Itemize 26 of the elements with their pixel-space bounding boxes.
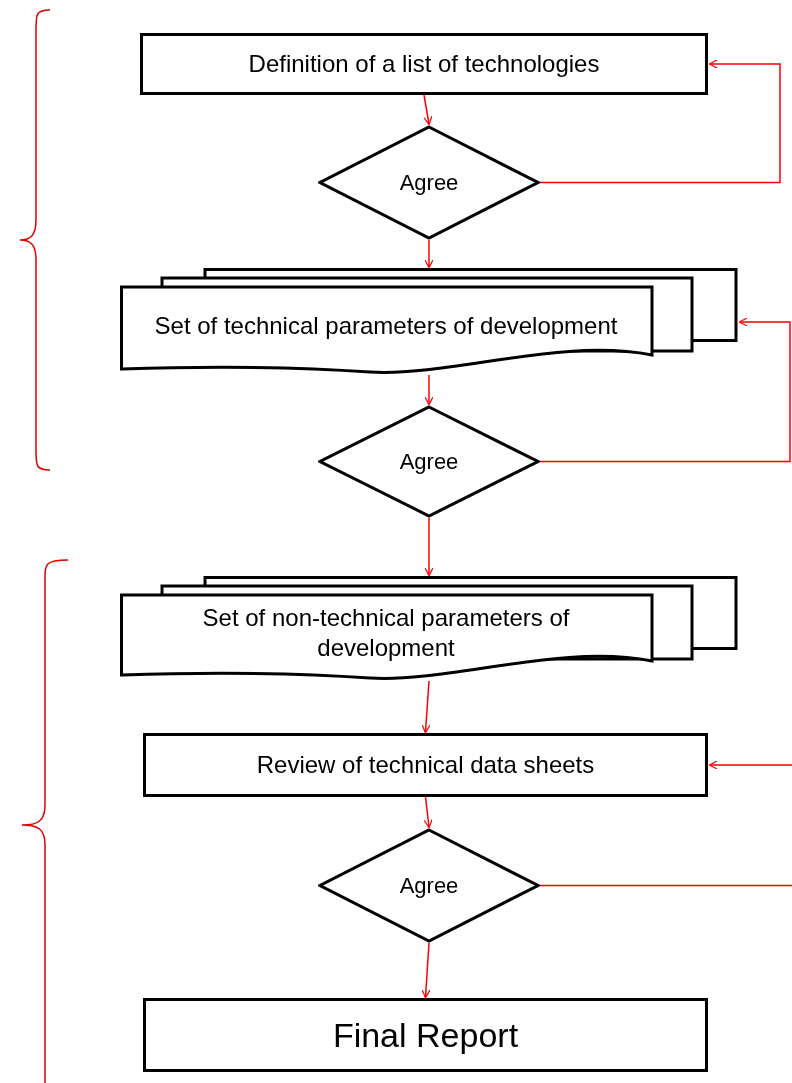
process-box <box>143 998 708 1072</box>
arrow <box>539 760 792 887</box>
node-label: Final Report <box>332 1014 519 1056</box>
decision-diamond <box>318 828 540 943</box>
node-label: Agree <box>399 169 459 195</box>
arrow <box>539 59 781 184</box>
arrow <box>421 942 431 999</box>
decision-diamond <box>318 125 540 240</box>
node-label: Agree <box>399 448 459 474</box>
arrow <box>423 796 433 829</box>
multi-document-shape <box>120 268 738 375</box>
node-label: Agree <box>399 872 459 898</box>
node-label: Definition of a list of technologies <box>248 49 600 79</box>
arrow <box>421 680 431 734</box>
process-box <box>143 733 708 797</box>
arrow <box>424 374 434 406</box>
arrow <box>423 94 433 126</box>
process-box <box>140 33 708 95</box>
arrow <box>539 317 791 463</box>
decision-diamond <box>318 405 540 518</box>
multi-document-shape <box>120 576 738 681</box>
node-label: Set of non-technical parameters of development <box>201 602 571 663</box>
node-label: Review of technical data sheets <box>256 750 595 780</box>
arrow <box>424 517 434 577</box>
arrow <box>424 239 434 269</box>
node-label: Set of technical parameters of development <box>154 310 618 341</box>
